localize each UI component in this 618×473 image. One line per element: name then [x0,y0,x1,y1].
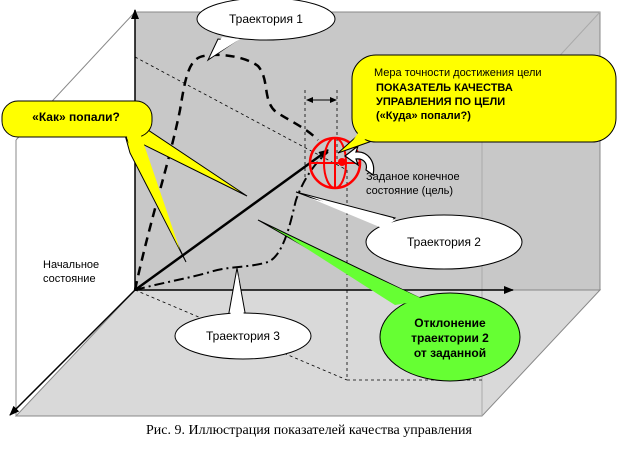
deviation-line2: траектории 2 [411,331,489,345]
how-hit-callout: «Как» попали? [1,100,248,263]
target-globe-icon [308,136,362,190]
trajectory-1-callout: Траектория 1 [196,0,336,62]
deviation-line3: от заданной [414,346,486,360]
trajectory-2-label: Траектория 2 [407,235,481,249]
trajectory-3-line [134,151,329,291]
trajectory-3-callout: Траектория 3 [174,267,312,360]
trajectory-2-callout: Траектория 2 [295,191,523,270]
accuracy-line2: ПОКАЗАТЕЛЬ КАЧЕСТВА [376,82,513,94]
target-state-line1: Заданое конечное [366,171,460,183]
axis-y [9,289,136,416]
accuracy-line1: Мера точности достижения цели [374,67,542,79]
figure-caption: Рис. 9. Иллюстрация показателей качества… [146,423,472,438]
target-pointer-icon [343,144,375,177]
initial-state-line2: состояние [43,273,96,285]
how-hit-label: «Как» попали? [32,110,120,124]
initial-state-line1: Начальное [43,259,99,271]
trajectory-3-label: Траектория 3 [206,329,280,343]
trajectory-2-vector [134,148,329,292]
deviation-callout: Отклонение траектории 2 от заданной [257,219,521,382]
trajectory-1-label: Траектория 1 [229,12,303,26]
deviation-line1: Отклонение [414,316,486,330]
accuracy-callout: Мера точности достижения цели ПОКАЗАТЕЛЬ… [337,54,617,154]
accuracy-line3: УПРАВЛЕНИЯ ПО ЦЕЛИ [376,96,505,108]
target-state-line2: состояние (цель) [366,185,453,197]
accuracy-line4: («Куда» попали?) [376,110,471,122]
